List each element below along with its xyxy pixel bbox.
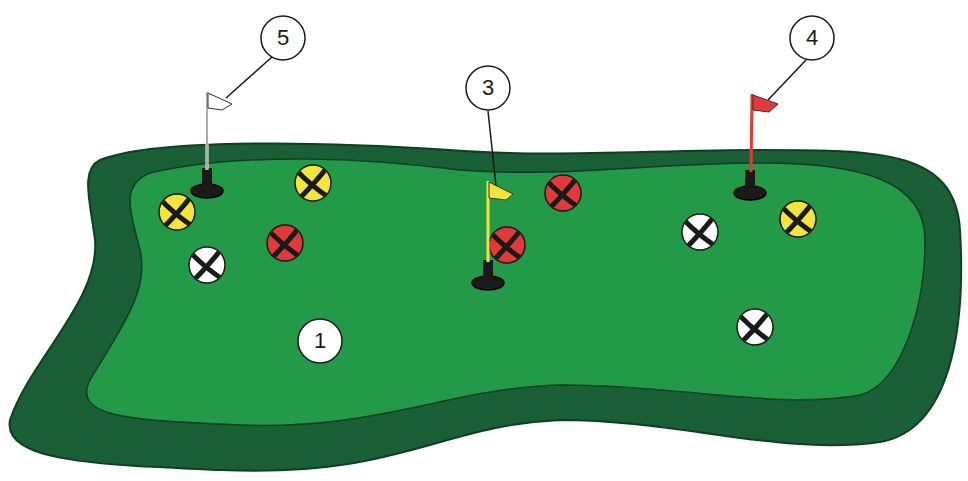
green-fringe — [10, 143, 962, 470]
golf-balls — [159, 165, 816, 345]
callout-number: 5 — [277, 27, 289, 49]
golf-ball — [159, 194, 195, 230]
golf-ball — [267, 225, 303, 261]
golf-ball — [489, 227, 525, 263]
red-flag — [734, 94, 778, 200]
callout-circles — [226, 16, 834, 363]
callout-number: 3 — [482, 77, 494, 99]
green-surface — [87, 159, 925, 425]
golf-ball — [682, 214, 718, 250]
golf-ball — [780, 201, 816, 237]
white-flag — [191, 92, 232, 198]
callout-number: 4 — [806, 27, 818, 49]
callout-number: 1 — [314, 330, 326, 352]
golf-ball — [545, 175, 581, 211]
golf-ball — [737, 309, 773, 345]
yellow-flag — [472, 181, 513, 290]
golf-ball — [295, 165, 331, 201]
golf-ball — [189, 247, 225, 283]
